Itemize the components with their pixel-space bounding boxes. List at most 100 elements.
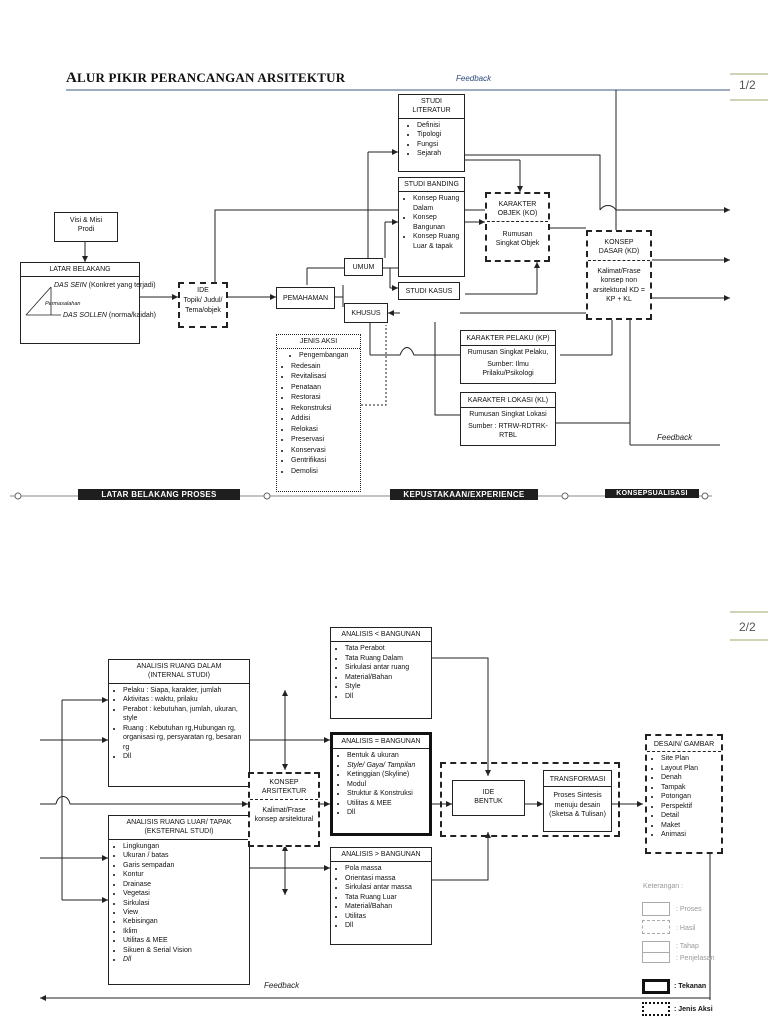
ruang-luar-item: Drainase — [123, 880, 245, 889]
jenis-aksi-item: Redesain — [291, 362, 356, 373]
banding-item: Konsep Ruang Luar & tapak — [413, 232, 460, 251]
jenis-aksi-item: Pengembangan — [299, 351, 356, 362]
das-sein: DAS SEIN — [54, 282, 87, 290]
analisis-lebih-item: Sirkulasi antar massa — [345, 883, 427, 892]
analisis-kurang-bangunan-box: ANALISIS < BANGUNAN Tata Perabot Tata Ru… — [330, 627, 432, 719]
page1-connectors — [82, 90, 730, 446]
konsep-dasar-box: KONSEP DASAR (KD) Kalimat/Frase konsep n… — [586, 230, 652, 320]
analisis-lebih-bangunan-box: ANALISIS > BANGUNAN Pola massa Orientasi… — [330, 847, 432, 945]
title-rest: LUR PIKIR PERANCANGAN ARSITEKTUR — [77, 70, 346, 85]
jenis-aksi-item: Relokasi — [291, 425, 356, 436]
pemahaman-box: PEMAHAMAN — [276, 287, 335, 309]
legend-title: Keterangan : — [643, 883, 684, 890]
analisis-kurang-item: Sirkulasi antar ruang — [345, 663, 427, 672]
jenis-aksi-item: Rekonstruksi — [291, 404, 356, 415]
analisis-lebih-header: ANALISIS > BANGUNAN — [331, 848, 431, 863]
konsep-dasar-body: Kalimat/Frase konsep non arsitektural KD… — [593, 267, 645, 304]
ide-bentuk-line2: BENTUK — [474, 798, 503, 806]
ide-bentuk-line1: IDE — [482, 789, 495, 796]
permasalahan: Permasalahan — [45, 301, 81, 308]
ruang-luar-item: Utilitas & MEE — [123, 936, 245, 945]
jenis-aksi-item: Restorasi — [291, 393, 356, 404]
legend-jenis-aksi-swatch — [642, 1002, 670, 1016]
ide-bentuk-box: IDE BENTUK — [452, 780, 525, 816]
karakter-lokasi-box: KARAKTER LOKASI (KL) Rumusan Singkat Lok… — [460, 392, 556, 446]
jenis-aksi-box: JENIS AKSI Pengembangan Redesain Revital… — [276, 334, 361, 492]
karakter-pelaku-body1: Rumusan Singkat Pelaku, — [467, 349, 549, 357]
analisis-sama-item: Ketinggian (Skyline) — [347, 770, 425, 779]
jenis-aksi-header: JENIS AKSI — [277, 335, 360, 350]
literatur-item: Fungsi — [417, 140, 460, 149]
ruang-dalam-item: Dll — [123, 752, 245, 761]
analisis-kurang-item: Material/Bahan — [345, 673, 427, 682]
jenis-aksi-item: Gentrifikasi — [291, 456, 356, 467]
page-number-1: 1/2 — [739, 78, 756, 92]
analisis-lebih-item: Orientasi massa — [345, 874, 427, 883]
feedback-label-bottom: Feedback — [657, 433, 693, 442]
karakter-lokasi-body1: Rumusan Singkat Lokasi — [469, 411, 547, 419]
desain-gambar-box: DESAIN/ GAMBAR Site Plan Layout Plan Den… — [645, 734, 723, 854]
ruang-dalam-header2: (INTERNAL STUDI) — [148, 672, 210, 680]
ruang-luar-item: Dll — [123, 955, 245, 964]
desain-header: DESAIN/ GAMBAR — [647, 736, 721, 753]
legend-tahap-divider — [642, 952, 670, 953]
analisis-sama-item: Utilitas & MEE — [347, 799, 425, 808]
ide-box: IDE Topik/ Judul/ Tema/objek — [178, 282, 228, 328]
analisis-lebih-item: Pola massa — [345, 864, 427, 873]
ruang-luar-item: Lingkungan — [123, 842, 245, 851]
analisis-lebih-item: Dll — [345, 921, 427, 930]
ide-body: Topik/ Judul/ Tema/objek — [183, 297, 223, 314]
visi-line2: Prodi — [77, 226, 95, 234]
desain-item: Denah — [661, 773, 717, 782]
transformasi-header: TRANSFORMASI — [544, 771, 611, 788]
konsep-arsitektur-header: KONSEP ARSITEKTUR — [250, 774, 318, 800]
desain-item: Layout Plan — [661, 764, 717, 773]
karakter-objek-box: KARAKTER OBJEK (KO) Rumusan Singkat Obje… — [485, 192, 550, 262]
karakter-pelaku-box: KARAKTER PELAKU (KP) Rumusan Singkat Pel… — [460, 330, 556, 384]
literatur-item: Definisi — [417, 121, 460, 130]
analisis-kurang-item: Tata Perabot — [345, 644, 427, 653]
desain-item: Perspektif — [661, 802, 717, 811]
karakter-objek-body: Rumusan Singkat Objek — [495, 230, 540, 248]
ide-transformasi-group — [440, 762, 620, 837]
legend-hasil-swatch — [642, 920, 670, 934]
transformasi-box: TRANSFORMASI Proses Sintesis menuju desa… — [543, 770, 612, 832]
desain-item: Animasi — [661, 830, 717, 839]
studi-literatur-box: STUDI LITERATUR Definisi Tipologi Fungsi… — [398, 94, 465, 172]
konsep-arsitektur-body: Kalimat/Frase konsep arsitektural — [254, 806, 314, 824]
band-latar-belakang-proses: LATAR BELAKANG PROSES — [78, 489, 240, 500]
ruang-luar-item: Garis sempadan — [123, 861, 245, 870]
jenis-aksi-item: Revitalisasi — [291, 372, 356, 383]
legend-jenis-aksi: : Jenis Aksi — [674, 1006, 713, 1013]
desain-item: Maket — [661, 821, 717, 830]
legend-proses-swatch — [642, 902, 670, 916]
ruang-luar-item: Sikuen & Serial Vision — [123, 946, 245, 955]
ruang-luar-item: Kebisingan — [123, 917, 245, 926]
das-sein-note: (Konkret yang terjadi) — [88, 282, 156, 290]
legend-hasil: : Hasil — [676, 925, 696, 932]
studi-banding-box: STUDI BANDING Konsep Ruang Dalam Konsep … — [398, 177, 465, 277]
ruang-dalam-header: ANALISIS RUANG DALAM (INTERNAL STUDI) — [109, 660, 249, 684]
analisis-sama-item: Dll — [347, 808, 425, 817]
feedback-label-top: Feedback — [456, 74, 492, 83]
karakter-pelaku-header: KARAKTER PELAKU (KP) — [461, 331, 555, 347]
analisis-kurang-item: Style — [345, 682, 427, 691]
studi-literatur-header: STUDI LITERATUR — [399, 95, 464, 119]
page-number-2: 2/2 — [739, 620, 756, 634]
legend-penjelasan: : Penjelasan — [676, 955, 715, 962]
karakter-pelaku-body2: Sumber: Ilmu Prilaku/Psikologi — [482, 360, 534, 378]
band-kepustakaan: KEPUSTAKAAN/EXPERIENCE — [390, 489, 538, 500]
analisis-kurang-item: Dll — [345, 692, 427, 701]
jenis-aksi-item: Penataan — [291, 383, 356, 394]
konsep-arsitektur-box: KONSEP ARSITEKTUR Kalimat/Frase konsep a… — [248, 772, 320, 847]
analisis-kurang-item: Tata Ruang Dalam — [345, 654, 427, 663]
ruang-dalam-item: Perabot : kebutuhan, jumlah, ukuran, sty… — [123, 705, 245, 724]
ruang-luar-item: Vegetasi — [123, 889, 245, 898]
jenis-aksi-item: Demolisi — [291, 467, 356, 478]
analisis-sama-bangunan-box: ANALISIS = BANGUNAN Bentuk & ukuran Styl… — [330, 732, 432, 836]
ruang-dalam-item: Pelaku : Siapa, karakter, jumlah — [123, 686, 245, 695]
analisis-ruang-dalam-box: ANALISIS RUANG DALAM (INTERNAL STUDI) Pe… — [108, 659, 250, 787]
ruang-luar-item: Kontur — [123, 870, 245, 879]
visi-misi-box: Visi & Misi Prodi — [54, 212, 118, 242]
ruang-dalam-item: Aktivitas : waktu, prilaku — [123, 695, 245, 704]
